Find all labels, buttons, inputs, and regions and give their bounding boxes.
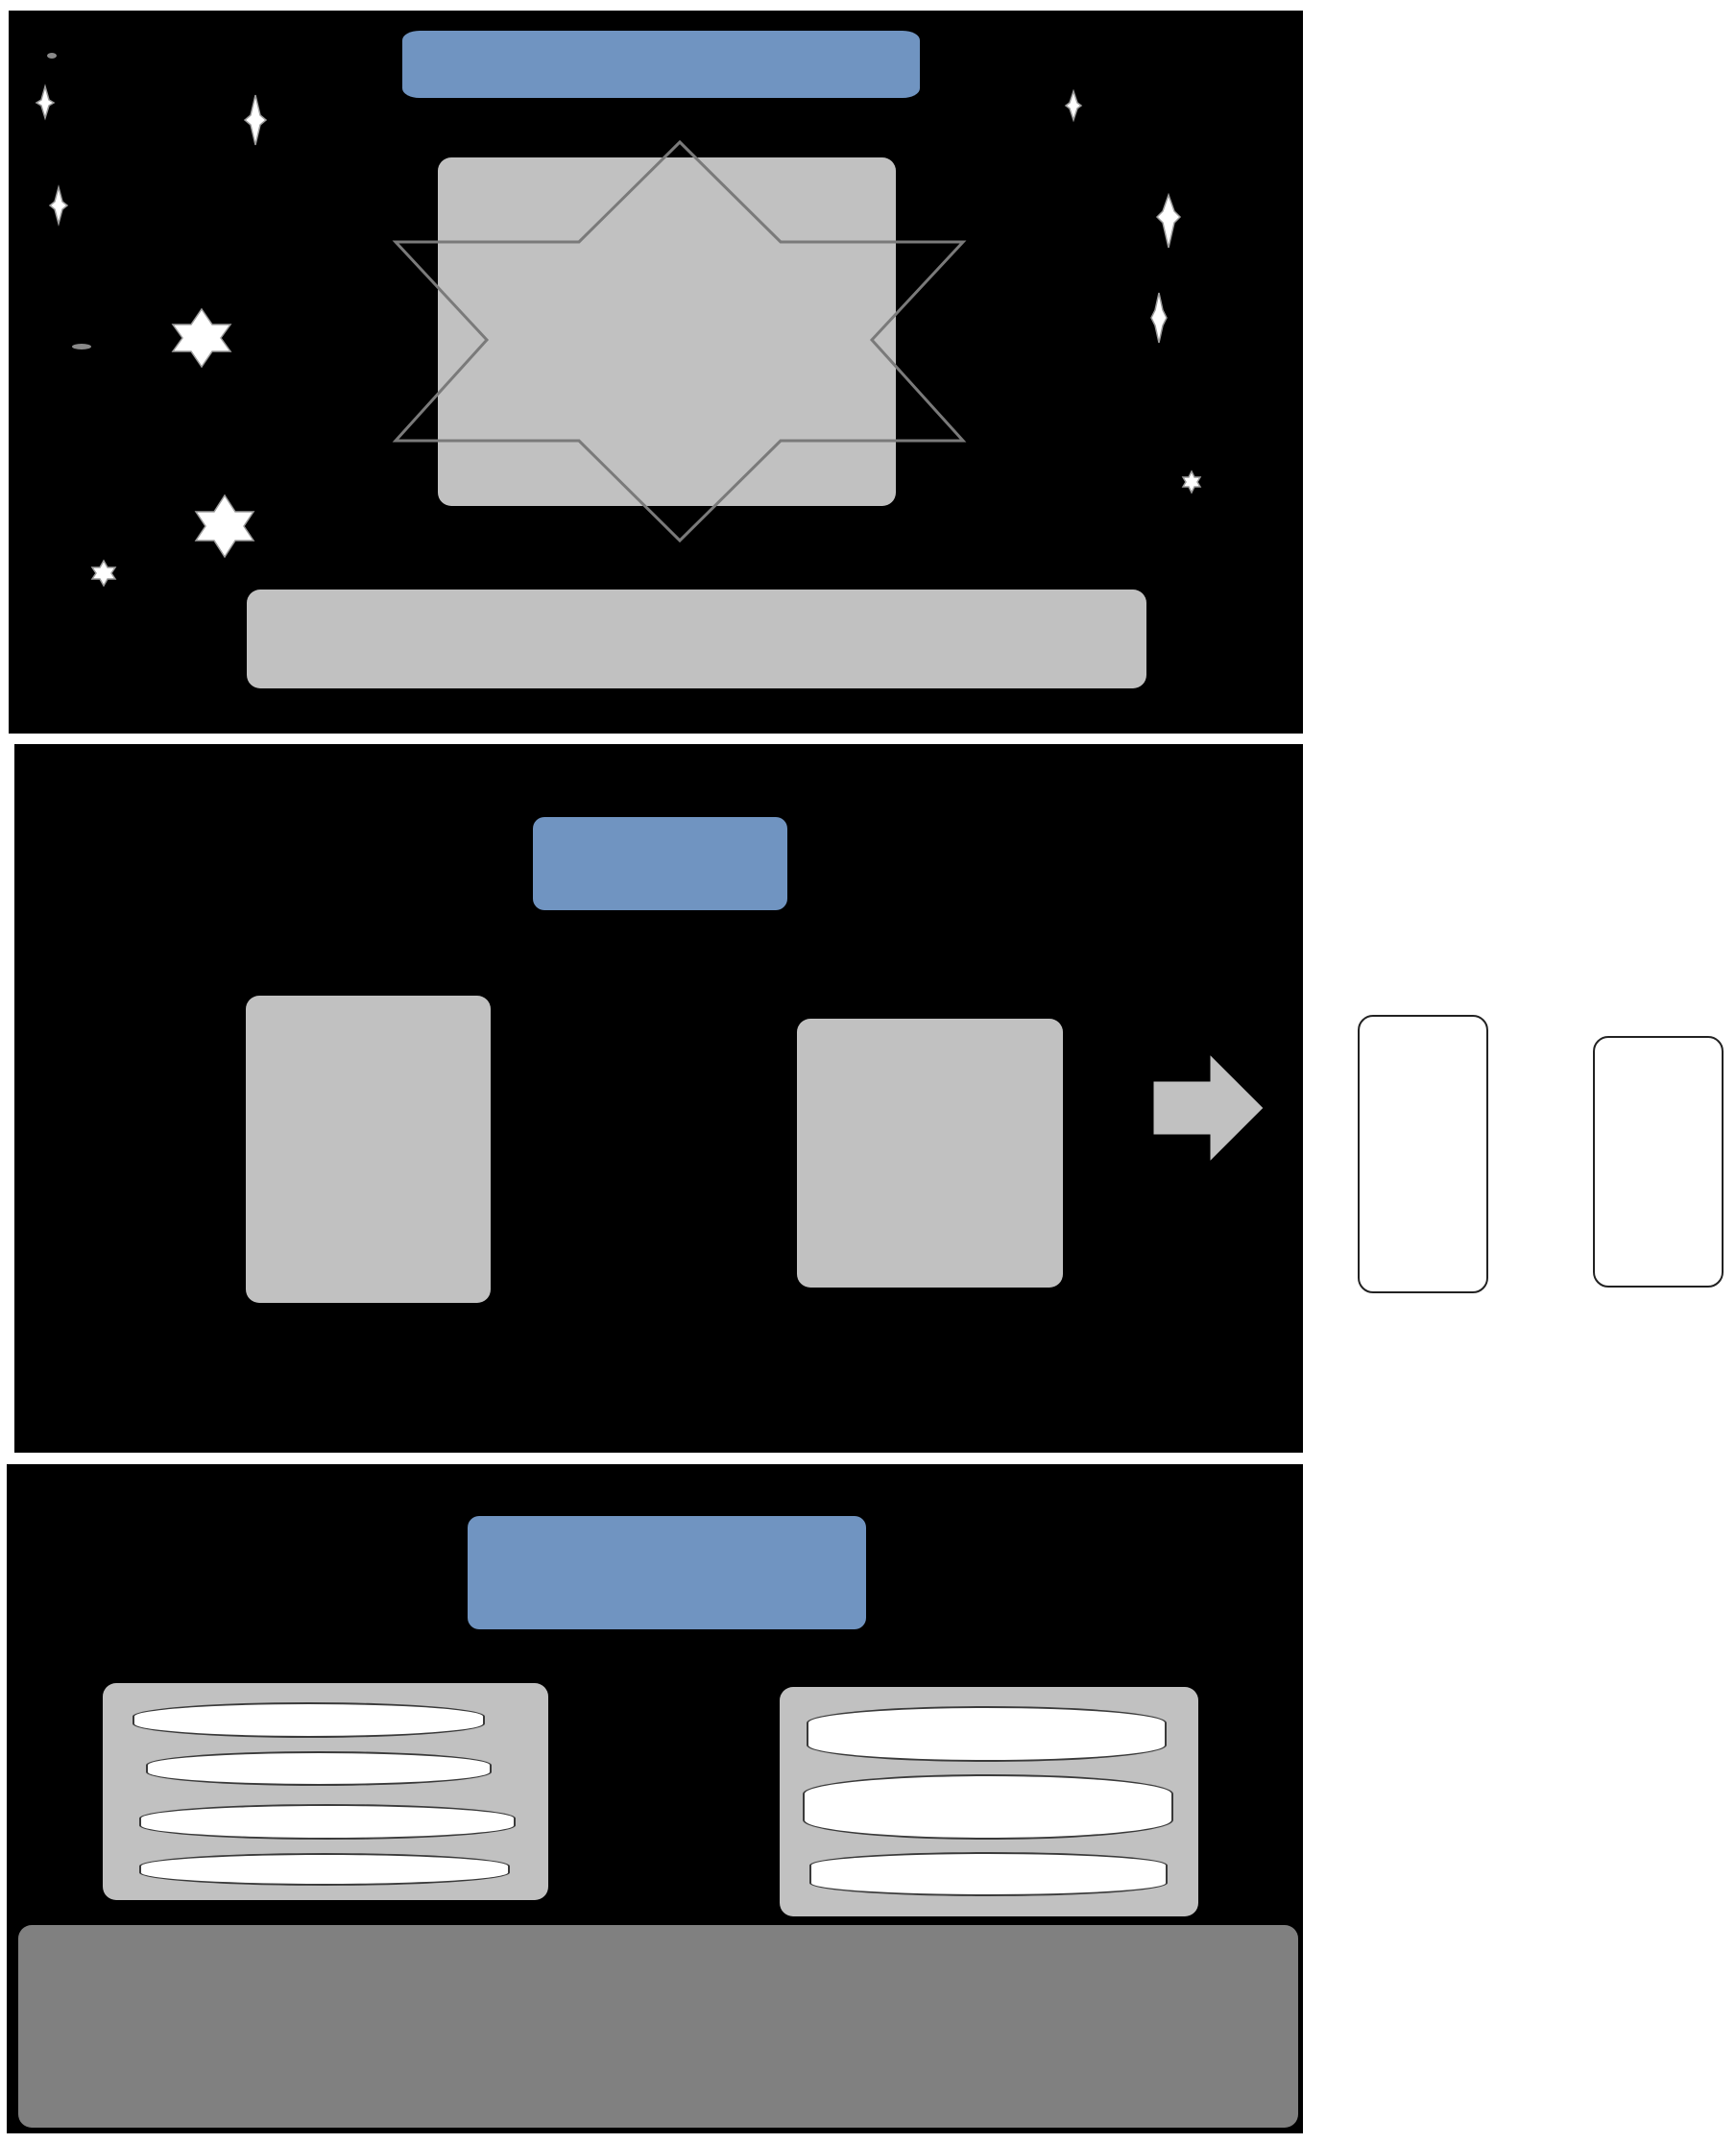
six-point-star-icon [1064, 88, 1083, 123]
list-item [146, 1751, 492, 1786]
six-point-star-icon [1150, 292, 1168, 344]
list-item [139, 1853, 510, 1886]
six-point-star-icon [1181, 470, 1202, 494]
output-card-1 [1358, 1015, 1488, 1293]
list-item [809, 1852, 1168, 1896]
list-item [139, 1804, 516, 1840]
six-point-star-icon [392, 139, 967, 543]
list-item [803, 1774, 1173, 1840]
footer-bar-top [247, 590, 1146, 688]
starfield [35, 53, 1202, 588]
star-overlay [392, 139, 967, 543]
content-box-right [797, 1019, 1063, 1288]
content-box-left [246, 996, 491, 1303]
six-point-star-icon [243, 94, 268, 146]
six-point-star-icon [171, 307, 232, 369]
main-content-box [438, 157, 896, 506]
six-point-star-icon [35, 84, 56, 121]
title-banner-top [402, 31, 920, 98]
six-point-star-icon [194, 494, 255, 559]
footer-block-bottom [18, 1925, 1298, 2128]
right-arrow-icon [1152, 1052, 1265, 1164]
list-item [133, 1702, 485, 1738]
list-item [807, 1706, 1167, 1762]
output-card-2 [1593, 1036, 1724, 1288]
six-point-star-icon [48, 184, 69, 227]
title-box-middle [533, 817, 787, 910]
six-point-star-icon [1155, 192, 1182, 249]
title-box-bottom [468, 1516, 866, 1629]
six-point-star-icon [90, 559, 117, 588]
